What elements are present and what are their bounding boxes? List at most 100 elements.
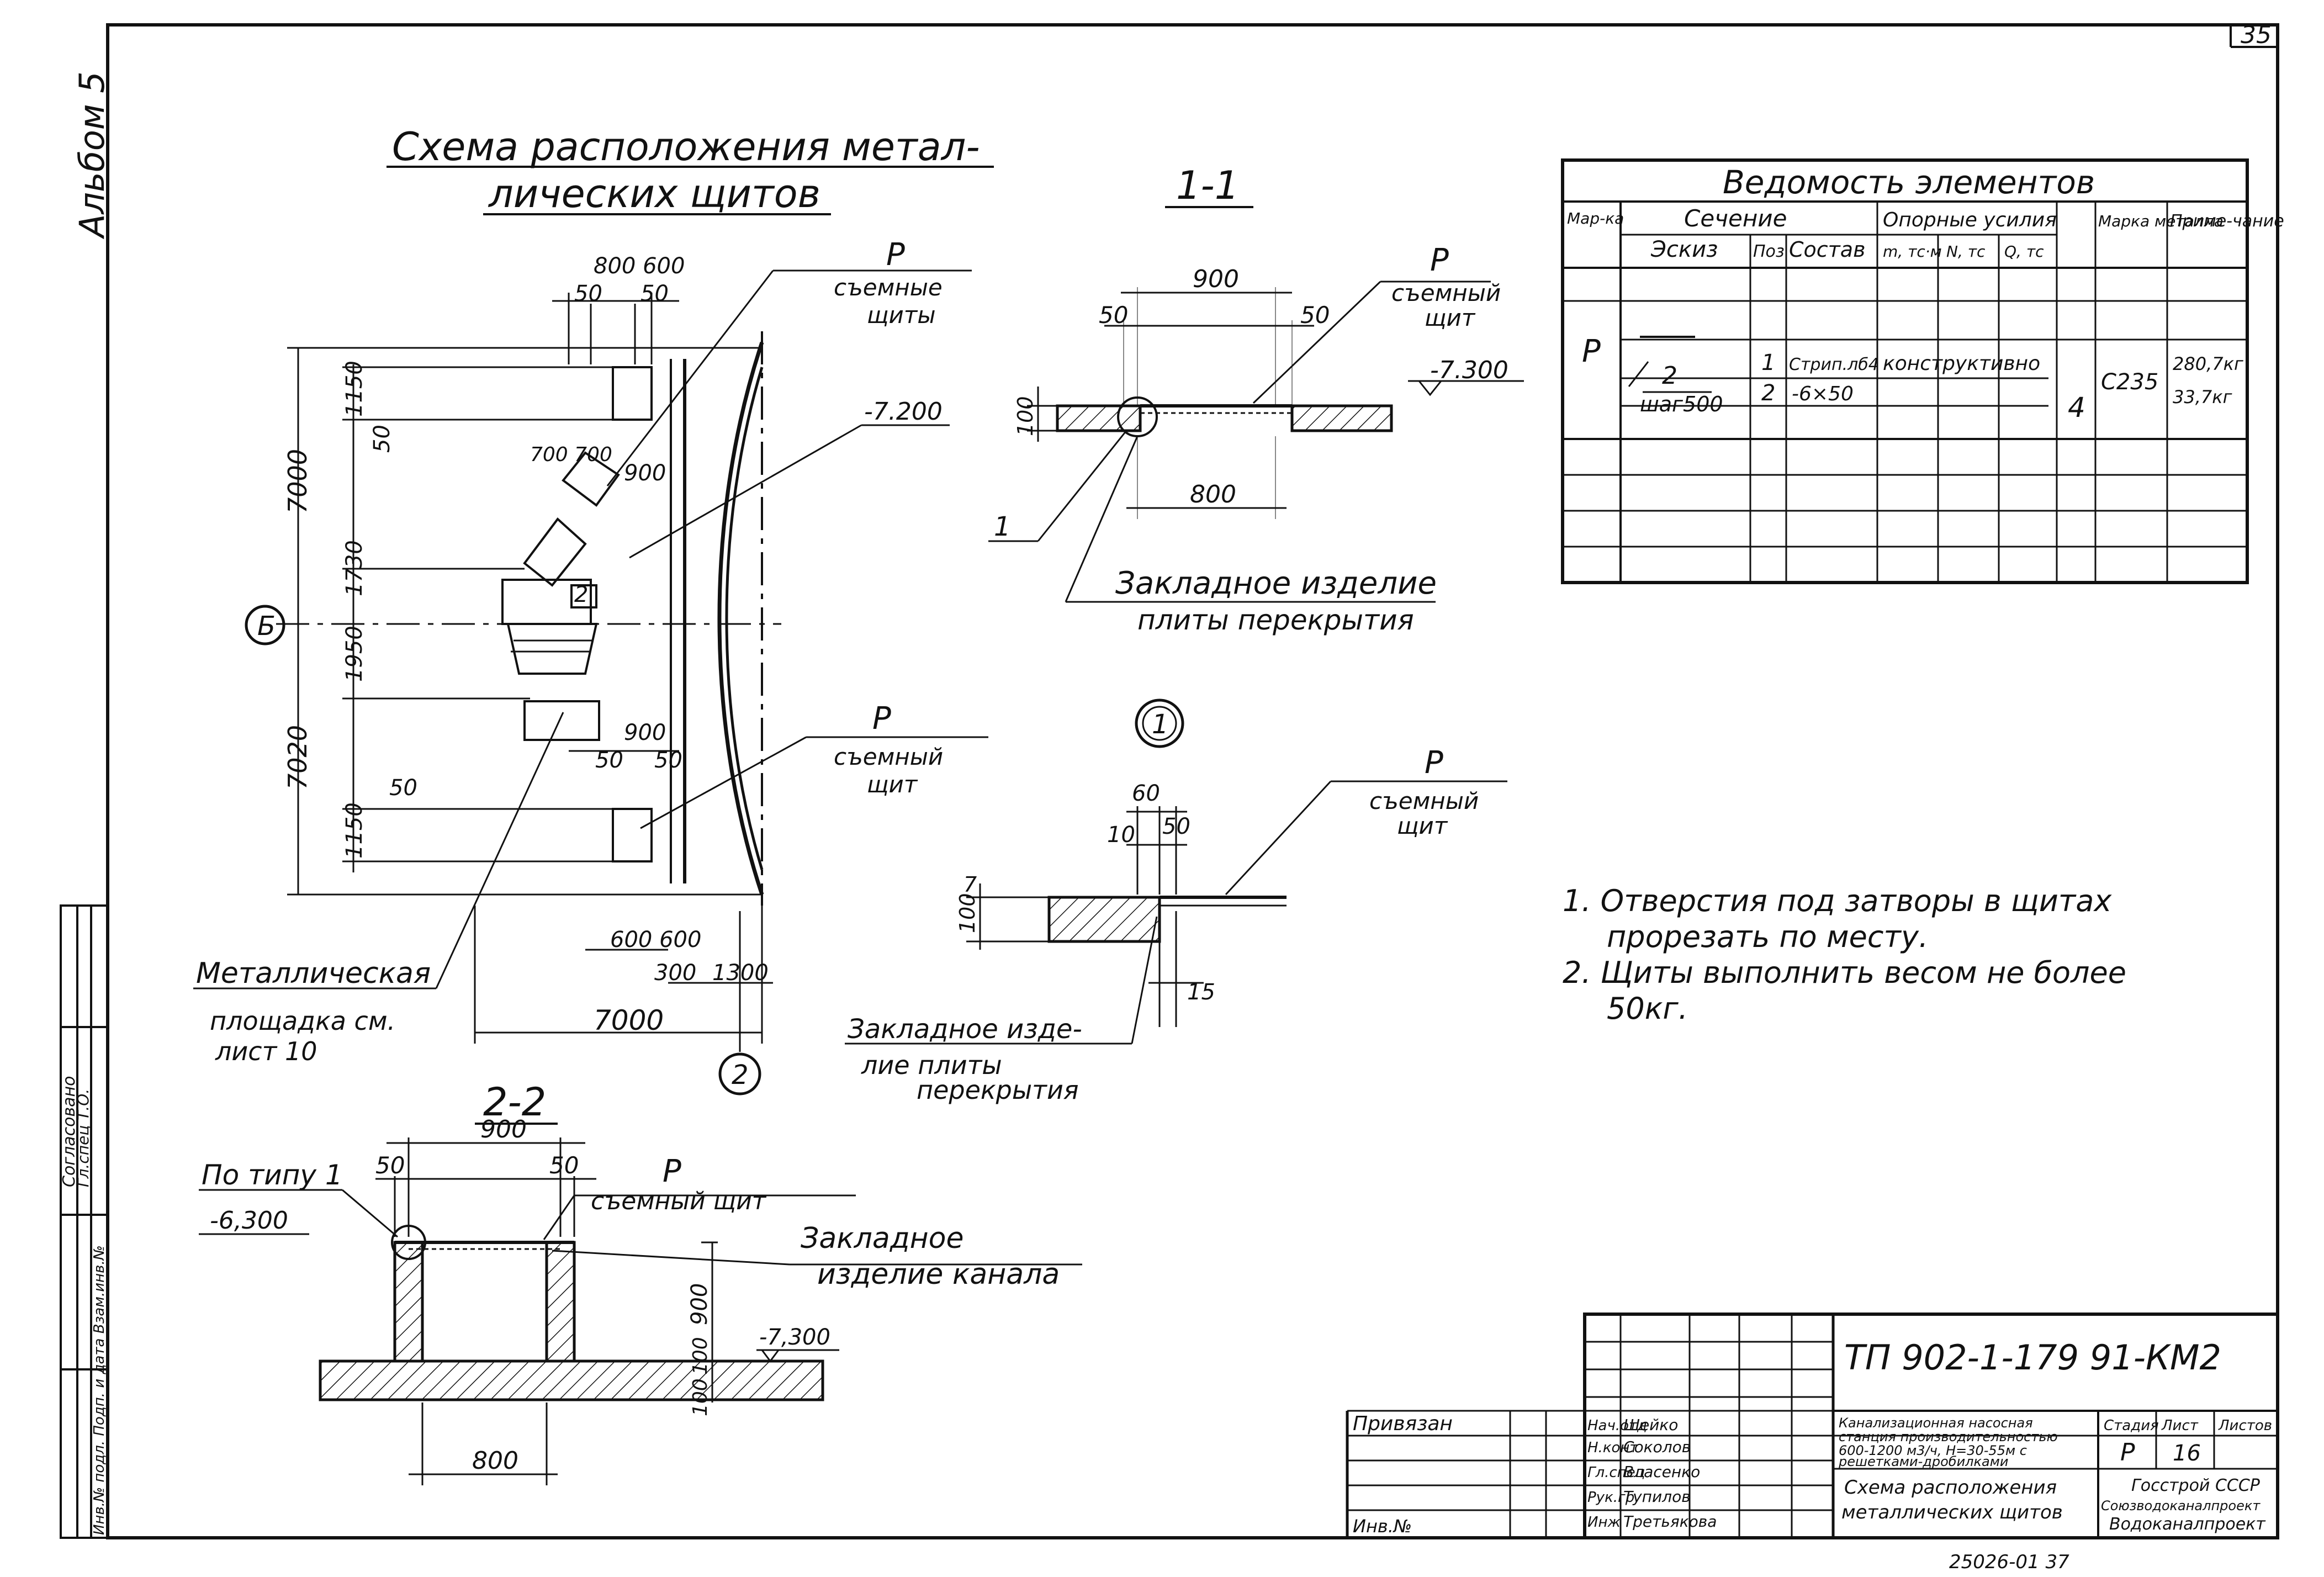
title-block-h-sheets: Листов [2218, 1417, 2272, 1434]
schedule-row2-pos: 2 [1761, 380, 1775, 406]
s22-elevation-1: -6,300 [210, 1206, 288, 1235]
callout-p1-line1: съемные [834, 274, 943, 301]
schedule-sketch-n: 2 [1662, 362, 1677, 390]
dim-1730: 1730 [342, 540, 367, 596]
plan-outline [501, 331, 764, 906]
callout-p2-line2: щит [867, 771, 918, 798]
plan-title-line2: лических щитов [488, 171, 820, 216]
left-stamp-approved: Согласовано [60, 1076, 79, 1187]
schedule-table [1561, 158, 2249, 584]
sheet-number: 35 [2241, 21, 2272, 49]
plan-node-2: 2 [574, 582, 588, 607]
s22-p-line1: съемный щит [591, 1187, 767, 1215]
dim-1150-a: 1150 [342, 361, 367, 417]
schedule-h-section: Сечение [1684, 205, 1787, 232]
plan-leaders [193, 269, 988, 989]
schedule-row1-loads: конструктивно [1883, 352, 2040, 375]
node-1-dim-50: 50 [1162, 814, 1190, 839]
dim-50-d: 50 [389, 775, 417, 801]
s22-dim-50-b: 50 [549, 1152, 579, 1179]
schedule-row1-grade: С235 [2101, 369, 2158, 395]
schedule-sketch-step: шаг500 [1640, 392, 1723, 416]
plan-title-line1: Схема расположения метал- [392, 124, 980, 170]
section-1-1-title: 1-1 [1176, 163, 1239, 208]
album-label: Альбом 5 [72, 71, 112, 240]
node-1-embedded-line2: лие плиты [861, 1050, 1002, 1080]
s22-embedded-line2: изделие канала [817, 1258, 1060, 1291]
callout-p1-line2: щиты [867, 301, 935, 329]
title-block-org-2: Союзводоканалпроект [2101, 1498, 2261, 1514]
schedule-h-grade: Марка металла [2098, 212, 2224, 230]
schedule-group: 4 [2068, 391, 2085, 424]
title-block [1346, 1313, 2279, 1539]
node-1-mark: 1 [1152, 709, 1169, 740]
dim-800-600: 800 600 [594, 253, 685, 279]
s11-p-line1: съемный [1391, 279, 1501, 306]
node-1-p-line2: щит [1397, 812, 1448, 839]
dim-900-a: 900 [624, 461, 666, 486]
schedule-row1-comp: Стрип.лб4 [1789, 355, 1879, 374]
dim-300: 300 [654, 960, 696, 986]
schedule-h-mark: Мар-ка [1567, 209, 1624, 227]
schedule-h-note: Приме-чание [2170, 211, 2284, 231]
schedule-h-n: N, тс [1946, 242, 1986, 261]
s11-dim-800: 800 [1190, 480, 1236, 509]
schedule-h-comp: Состав [1789, 237, 1866, 262]
schedule-h-loads: Опорные усилия [1883, 209, 2057, 231]
callout-p2: Р [872, 701, 891, 737]
title-block-inv: Инв.№ [1353, 1516, 1412, 1537]
dim-1950: 1950 [342, 626, 367, 682]
node-1-dim-60: 60 [1132, 781, 1160, 806]
s11-p-line2: щит [1425, 304, 1476, 331]
note-1-line1: 1. Отверстия под затворы в щитах [1563, 883, 2112, 918]
title-block-stage: Р [2120, 1438, 2135, 1467]
dim-50-c: 50 [369, 425, 395, 453]
node-1-dim-10: 10 [1107, 822, 1135, 848]
dim-1300: 1300 [712, 960, 769, 986]
left-stamp [60, 904, 109, 1539]
node-1-dim-7: 7 [964, 872, 977, 897]
title-block-project-2: станция производительностью [1839, 1429, 2058, 1444]
section-2-2-drawing [199, 1137, 1082, 1485]
schedule-h-sketch: Эскиз [1650, 237, 1718, 262]
title-block-role-3: Гл.спец [1587, 1464, 1645, 1481]
s22-dim-100-a: 100 [689, 1337, 712, 1375]
title-block-project-4: решетками-дробилками [1838, 1454, 2008, 1469]
note-1-line2: прорезать по месту. [1607, 919, 1928, 954]
schedule-row1-pos: 1 [1761, 350, 1775, 375]
axis-marker-2: 2 [732, 1060, 749, 1091]
s22-elevation-2: -7,300 [759, 1325, 830, 1350]
s22-dim-800: 800 [472, 1447, 518, 1475]
s22-embedded-line1: Закладное [801, 1222, 964, 1255]
section-1-1-drawing [988, 281, 1524, 603]
title-block-name-4: Тупилов [1623, 1488, 1691, 1506]
schedule-row2-comp: -6×50 [1792, 383, 1854, 405]
title-block-name-1: Шейко [1623, 1416, 1678, 1434]
title-block-h-stage: Стадия [2104, 1417, 2159, 1434]
dim-700-700: 700 700 [530, 443, 612, 466]
s11-node: 1 [994, 511, 1011, 542]
s22-p: Р [663, 1153, 681, 1189]
callout-elevation: -7.200 [864, 398, 943, 426]
s11-dim-50-a: 50 [1099, 301, 1128, 329]
callout-p1: Р [886, 237, 905, 273]
dim-50-b: 50 [640, 281, 669, 306]
node-1-p: Р [1425, 745, 1443, 781]
schedule-h-pos: Поз [1753, 242, 1785, 261]
title-block-h-sheet: Лист [2161, 1417, 2199, 1434]
schedule-mark: Р [1582, 334, 1601, 369]
s11-elevation: -7.300 [1430, 356, 1508, 384]
title-block-org-1: Госстрой СССР [2131, 1476, 2261, 1495]
node-1-embedded-line3: перекрытия [917, 1075, 1079, 1105]
s11-embedded-line1: Закладное изделие [1115, 565, 1437, 601]
section-2-2-title: 2-2 [483, 1079, 546, 1125]
left-stamp-spec: Гл.спец Т.О. [74, 1089, 92, 1187]
schedule-title: Ведомость элементов [1723, 163, 2095, 201]
s22-dim-50-a: 50 [375, 1152, 405, 1179]
platform-line3: лист 10 [215, 1036, 317, 1066]
footer-code: 25026-01 37 [1949, 1551, 2069, 1573]
dim-7000-h: 7000 [594, 1004, 664, 1036]
note-2-line1: 2. Щиты выполнить весом не более [1563, 955, 2126, 990]
platform-line1: Металлическая [196, 957, 431, 990]
